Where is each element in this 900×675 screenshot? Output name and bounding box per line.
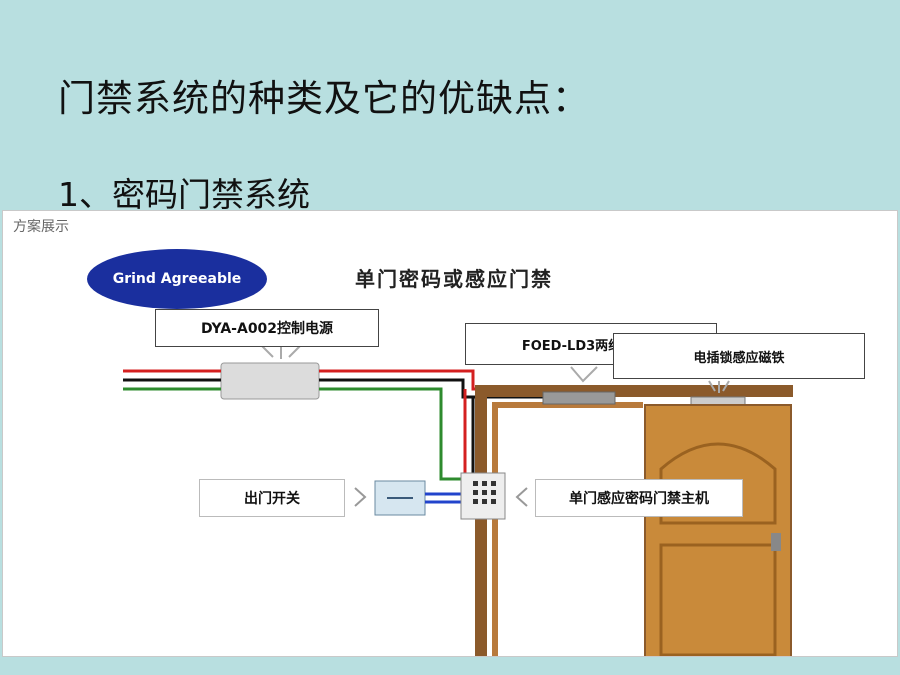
door-handle-icon <box>771 533 781 551</box>
slide-title: 门禁系统的种类及它的优缺点： <box>58 77 590 120</box>
brand-logo: Grind Agreeable <box>87 249 267 309</box>
door-frame-inner <box>492 402 643 656</box>
slide-subtitle: 1、密码门禁系统 <box>58 175 310 214</box>
exit-switch-label: 出门开关 <box>199 479 345 517</box>
diagram-title: 单门密码或感应门禁 <box>355 267 553 291</box>
lock-chevron <box>570 366 598 383</box>
door-frame <box>475 385 793 656</box>
panel-label: 方案展示 <box>13 219 69 235</box>
power-supply-label: DYA-A002控制电源 <box>155 309 379 347</box>
wire-green-out <box>319 387 463 481</box>
power-supply-unit <box>220 362 320 400</box>
power-arrows <box>260 344 302 359</box>
exit-switch-chevron <box>354 487 367 507</box>
door <box>644 404 792 656</box>
keypad-controller <box>460 472 506 520</box>
wiring-diagram <box>123 344 793 656</box>
controller-chevron <box>515 487 528 507</box>
solution-panel: 方案展示 Grind Agreeable 单门密码或感应门禁 <box>2 210 898 657</box>
controller-label: 单门感应密码门禁主机 <box>535 479 743 517</box>
magnet-label: 电插锁感应磁铁 <box>613 333 865 379</box>
lock-body <box>542 391 616 405</box>
